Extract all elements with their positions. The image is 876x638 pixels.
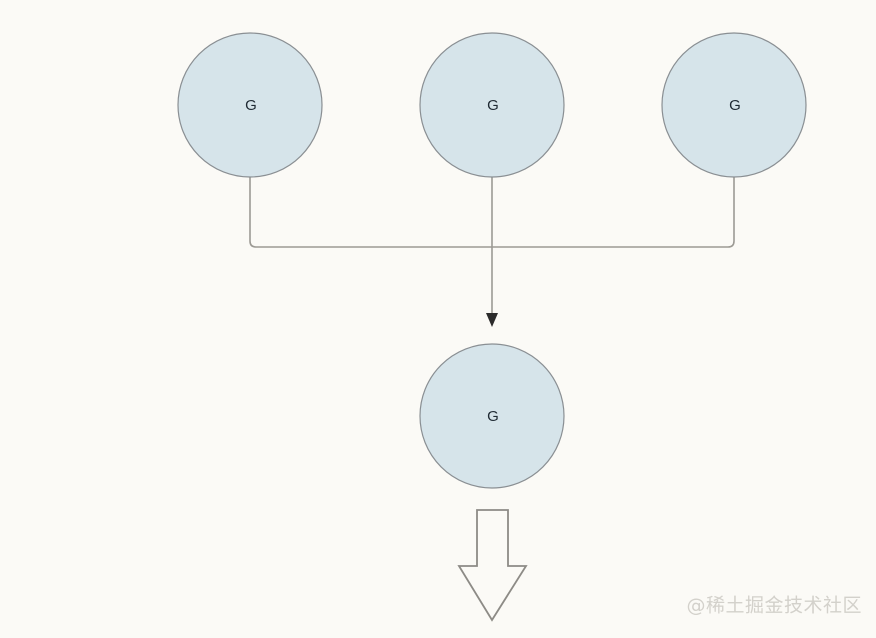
node-middle[interactable]: G (419, 32, 565, 178)
node-result-circle (419, 343, 565, 489)
connector-right-to-bus (492, 177, 735, 248)
block-arrow-down-icon (457, 509, 528, 622)
node-right-circle (661, 32, 807, 178)
node-left-circle (177, 32, 323, 178)
node-left-label: G (245, 97, 257, 114)
node-result-label: G (487, 408, 499, 425)
connector-left-to-bus (249, 177, 492, 248)
node-result[interactable]: G (419, 343, 565, 489)
node-right-label: G (729, 97, 741, 114)
node-middle-circle (419, 32, 565, 178)
node-left[interactable]: G (177, 32, 323, 178)
arrowhead-icon (486, 313, 498, 327)
node-right[interactable]: G (661, 32, 807, 178)
node-middle-label: G (487, 97, 499, 114)
watermark: @稀土掘金技术社区 (686, 595, 862, 617)
